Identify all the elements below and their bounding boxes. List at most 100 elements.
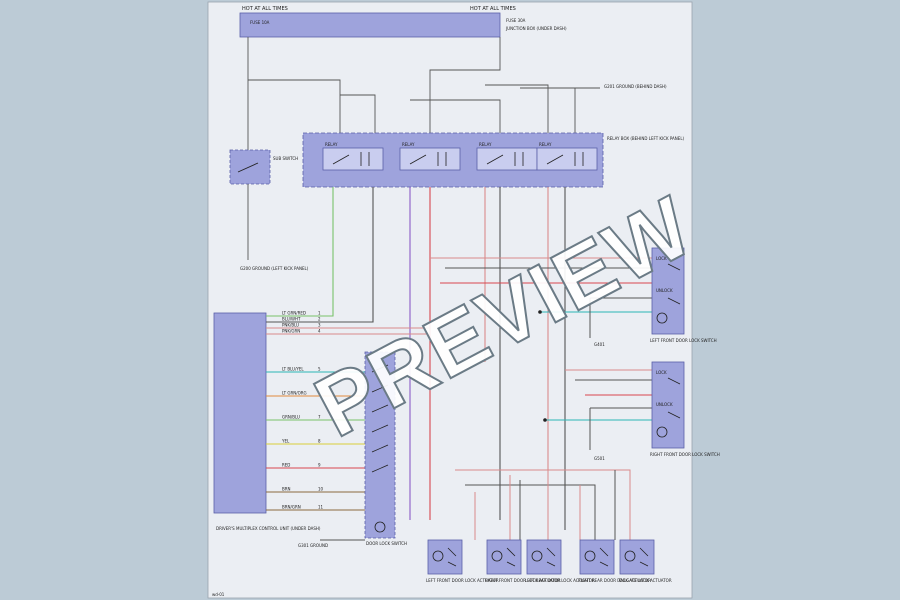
left-wire-pin: 3 — [318, 323, 321, 328]
relay-coil — [437, 152, 447, 166]
door-lock-switch-label: RIGHT FRONT DOOR LOCK SWITCH — [650, 452, 720, 457]
door-lock-switch-unlock: UNLOCK — [656, 288, 673, 293]
left-wire: PNK/BLU 3 — [266, 323, 430, 329]
door-lock-switch-motor — [656, 312, 668, 324]
left-wire-pin: 7 — [318, 415, 321, 420]
door-lock-switch: LOCK UNLOCK RIGHT FRONT DOOR LOCK SWITCH G5… — [594, 361, 720, 461]
actuator-wires — [455, 469, 631, 540]
door-lock-actuator-motor — [491, 550, 503, 562]
left-wire: PNK/GRN 4 — [266, 329, 430, 335]
ground-left-label: G200 GROUND (LEFT KICK PANEL) — [240, 266, 309, 271]
top-right-ground-label: G201 GROUND (BEHIND DASH) — [604, 84, 667, 89]
left-wire-pin: 10 — [318, 487, 324, 492]
left-wire-label: RED — [282, 463, 290, 468]
door-lock-actuator-contact — [639, 547, 649, 567]
left-wire-label: LT GRN/RED — [282, 311, 306, 316]
left-wire-label: LT GRN/ORG — [282, 391, 307, 396]
power-bus-left-fuse: FUSE 10A — [250, 20, 270, 25]
left-wire-label: LT BLU/YEL — [282, 367, 304, 372]
left-wire: LT GRN/ORG 6 — [266, 391, 365, 397]
junction-dot — [543, 418, 547, 422]
door-lock-actuator: RIGHT FRONT DOOR LOCK ACTUATOR — [485, 539, 561, 583]
door-lock-switch-ground: G401 — [594, 342, 605, 347]
left-wire-pin: 8 — [318, 439, 321, 444]
relay-contact — [332, 154, 350, 165]
door-lock-actuator-box — [526, 539, 562, 575]
door-lock-actuator-contact — [506, 547, 516, 567]
bottom-left-ground-label: G301 GROUND — [298, 543, 328, 548]
door-lock-actuator-label: RIGHT FRONT DOOR LOCK ACTUATOR — [485, 578, 561, 583]
door-lock-switch-ground: G501 — [594, 456, 605, 461]
left-wire-label: BRN — [282, 487, 291, 492]
door-lock-actuator: LEFT REAR DOOR LOCK ACTUATOR — [525, 539, 595, 583]
body-module-label: DRIVER'S MULTIPLEX CONTROL UNIT (UNDER D… — [216, 526, 321, 531]
door-lock-actuator-motor — [624, 550, 636, 562]
door-lock-actuator-label: LEFT REAR DOOR LOCK ACTUATOR — [525, 578, 595, 583]
sub-switch-label: SUB SWITCH — [273, 156, 298, 161]
connector-strip-label: DOOR LOCK SWITCH — [366, 541, 407, 546]
relay-body — [536, 147, 598, 171]
power-bus-right-label: HOT AT ALL TIMES — [470, 6, 516, 12]
door-lock-actuator-contact — [599, 547, 609, 567]
relay: RELAY — [399, 142, 461, 171]
door-lock-actuator-box — [579, 539, 615, 575]
left-wire: BRN 10 — [266, 487, 365, 493]
left-wire-pin: 5 — [318, 367, 321, 372]
door-lock-actuator: TAILGATE LOCK ACTUATOR — [617, 539, 672, 583]
door-lock-actuator-contact — [546, 547, 556, 567]
door-lock-actuator-motor — [531, 550, 543, 562]
left-wire-pin: 11 — [318, 505, 324, 510]
door-lock-actuator: RIGHT REAR DOOR LOCK ACTUATOR — [578, 539, 651, 583]
relay: RELAY — [536, 142, 598, 171]
door-lock-switch-lock: LOCK — [656, 370, 667, 375]
relay-contact — [409, 154, 427, 165]
relay-label: RELAY — [402, 142, 415, 147]
left-wire-label: GRN/BLU — [282, 415, 300, 420]
junction-dot — [538, 310, 542, 314]
door-lock-actuator-label: TAILGATE LOCK ACTUATOR — [617, 578, 672, 583]
left-wire-pin: 9 — [318, 463, 321, 468]
relay-label: RELAY — [479, 142, 492, 147]
relay-contact — [486, 154, 504, 165]
power-bus-bar — [239, 12, 501, 38]
left-wire-label: BLU/WHT — [282, 317, 301, 322]
bottom-tag: wd-01 — [212, 592, 225, 597]
connector-strip: DOOR LOCK SWITCH — [364, 351, 407, 546]
relay-coil — [574, 152, 584, 166]
relay: RELAY — [476, 142, 538, 171]
relay-contact — [546, 154, 564, 165]
door-lock-switch-unlock: UNLOCK — [656, 402, 673, 407]
relay-body — [476, 147, 538, 171]
door-lock-switch-contacts — [667, 263, 681, 305]
left-wire-label: PNK/GRN — [282, 329, 300, 334]
sub-switch: SUB SWITCH — [229, 149, 298, 185]
feed-wires — [247, 37, 600, 150]
left-wire-pin: 4 — [318, 329, 321, 334]
left-wire-pin: 6 — [318, 391, 321, 396]
left-wire: LT GRN/RED 1 — [266, 311, 333, 317]
relay-label: RELAY — [325, 142, 338, 147]
connector-strip-outline — [364, 351, 396, 539]
left-wire-label: PNK/BLU — [282, 323, 299, 328]
door-switch-wires — [430, 257, 655, 450]
door-lock-switch-label: LEFT FRONT DOOR LOCK SWITCH — [650, 338, 717, 343]
door-lock-actuator: LEFT FRONT DOOR LOCK ACTUATOR — [426, 539, 499, 583]
door-lock-switch-box — [651, 361, 685, 449]
relay-label: RELAY — [539, 142, 552, 147]
left-wire: GRN/BLU 7 — [266, 415, 365, 421]
left-wire: LT BLU/YEL 5 — [266, 367, 365, 373]
relay-output-wires — [278, 187, 566, 530]
door-lock-actuator-box — [427, 539, 463, 575]
door-lock-actuator-motor — [584, 550, 596, 562]
power-bus-left-label: HOT AT ALL TIMES — [242, 6, 288, 12]
power-bus: HOT AT ALL TIMES HOT AT ALL TIMES FUSE 1… — [239, 6, 567, 38]
left-wire-pin: 1 — [318, 311, 321, 316]
diagram-paper — [207, 1, 693, 599]
door-lock-switch-contacts — [667, 377, 681, 419]
